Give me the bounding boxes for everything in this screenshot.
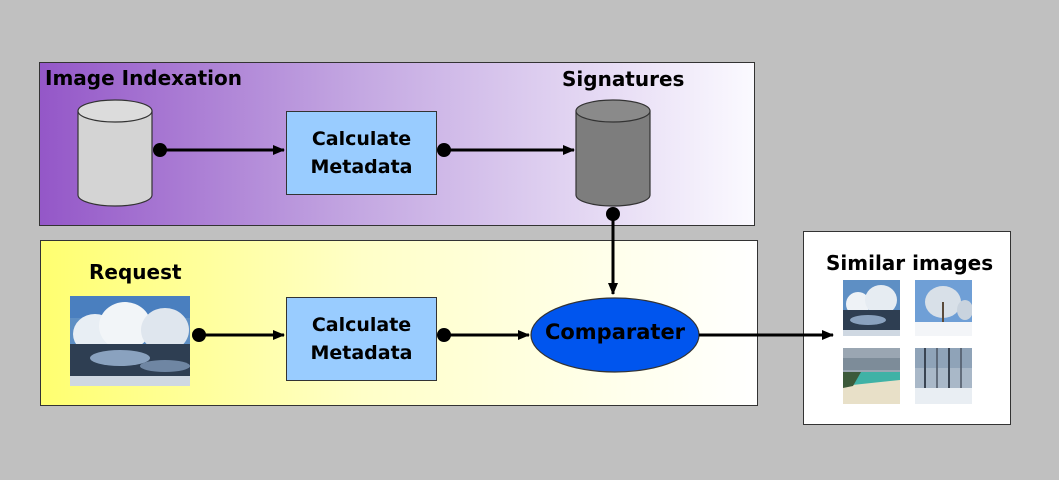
comparater-label: Comparater: [544, 320, 686, 344]
arrow-request-to-calc: [192, 328, 285, 342]
similar-images-panel: [803, 231, 1011, 425]
calculate-metadata-box-request: Calculate Metadata: [286, 297, 437, 381]
arrow-db-to-calc: [153, 143, 285, 157]
similar-image-1: [843, 280, 900, 336]
image-database-cylinder: [77, 99, 153, 207]
similar-image-4: [915, 348, 972, 404]
calc-line2: Metadata: [310, 342, 413, 364]
calc-line2: Metadata: [310, 156, 413, 178]
similar-images-title: Similar images: [826, 251, 994, 275]
request-title: Request: [89, 260, 182, 284]
similar-image-2: [915, 280, 972, 336]
arrow-calc-to-comparater: [437, 328, 530, 342]
calculate-metadata-box-index: Calculate Metadata: [286, 111, 437, 195]
signatures-database-cylinder: [575, 99, 651, 207]
calc-line1: Calculate: [311, 128, 412, 150]
calc-line1: Calculate: [311, 314, 412, 336]
image-indexation-title: Image Indexation: [45, 66, 242, 90]
request-image: [70, 296, 190, 386]
signatures-title: Signatures: [562, 67, 685, 91]
arrow-signatures-to-comparater: [606, 207, 620, 295]
similar-image-3: [843, 348, 900, 404]
arrow-calc-to-signatures: [437, 143, 575, 157]
